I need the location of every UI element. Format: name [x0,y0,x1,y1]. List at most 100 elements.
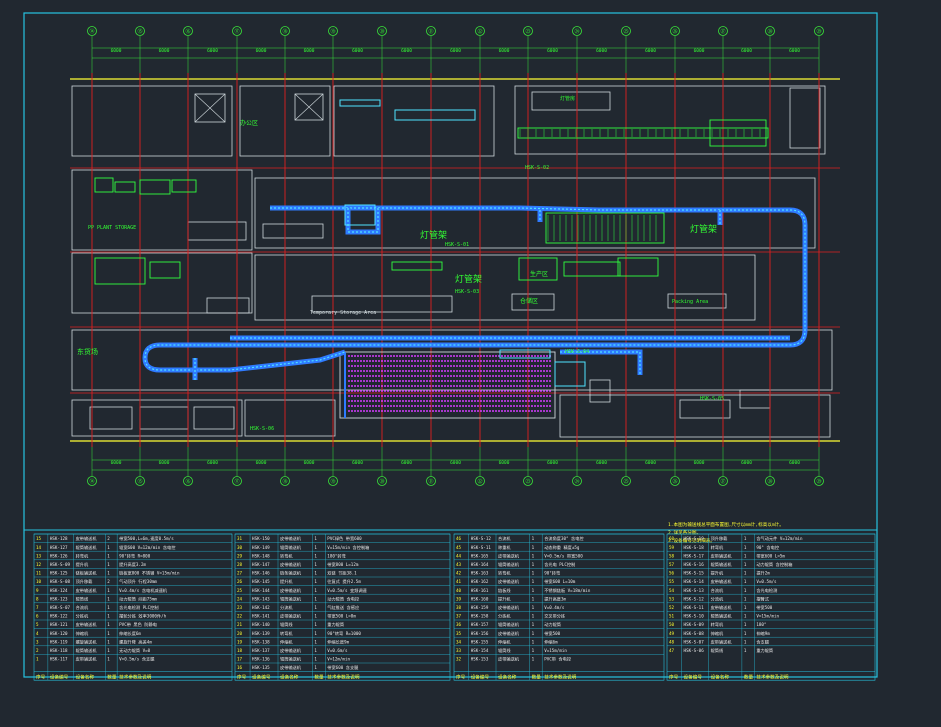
table-cell: 动态称重 精度±5g [544,544,580,551]
table-cell: 含光电 PLC控制 [544,561,575,568]
top-dim-text: 6000 [789,48,800,54]
bottom-dim-text: 6000 [741,460,752,466]
table-cell: 链板线 [498,587,511,594]
top-dim-text: 6000 [450,48,461,54]
table-cell: 53 [669,596,675,601]
top-dim-text: 6000 [741,48,752,54]
table-cell: 1 [532,553,535,558]
bottom-dim-text: 6000 [401,460,412,466]
table-cell: 皮带输送机 [498,604,520,611]
drawing-frame [23,12,878,678]
warehouse-label: 仓储区 [520,297,538,305]
table-cell: 辊筒线 [76,595,89,602]
table-cell: 皮带输送机 [280,664,302,671]
table-cell: 19 [237,639,243,644]
table-cell: HSK-S-16 [684,562,705,567]
table-cell: HSK-160 [471,596,489,601]
note-3: 3.设备编号见明细表。 [668,537,715,544]
top-axis-bubble [377,26,387,36]
table-cell: HSK-159 [471,605,489,610]
table-cell: 1 [532,657,535,662]
table-cell: 46 [456,536,462,541]
table-cell: 摆轮分拣 效率3000件/h [119,613,166,620]
table-cell: 1 [744,571,747,576]
block-k [244,399,336,437]
bottom-axis-label: ㉒ [477,478,482,485]
conveyor-branch-3-rollers [560,351,641,375]
table-cell: 1 [107,622,110,627]
table-cell: 皮带输送机 [76,621,98,628]
table-cell: HSK-S-15 [684,571,705,576]
table-cell: 1 [107,639,110,644]
table-cell: 90°转弯 R=800 [119,552,151,559]
table-cell: 双链 节距38.1 [327,570,357,577]
table-cell: 40 [456,588,462,593]
table-cell: 螺旋输送机 [76,638,98,645]
bottom-dim-text: 6000 [789,460,800,466]
table-cell: 36 [456,622,462,627]
table-cell: 带宽500 [756,604,772,611]
top-dim-text: 6000 [304,48,315,54]
cyan-equipment [339,99,586,387]
table-cell: 带宽500 [544,630,560,637]
conveyor-branch-3 [560,349,643,375]
office-label: 办公区 [240,119,258,127]
bottom-axis-label: ⑯ [185,478,190,485]
storage-racks [344,352,552,418]
bottom-dim-text: 6000 [352,460,363,466]
table-cell: 1 [532,631,535,636]
table-cell: 辊筒输送机 [280,595,302,602]
left-building-label: PP PLANT STORAGE [88,225,136,231]
table-cell: 8 [36,596,39,601]
bottom-axis-bubble [377,476,387,486]
room-9 [89,406,133,430]
table-cell: 1 [107,571,110,576]
room-8 [667,293,727,309]
table-cell: 1 [314,545,317,550]
table-cell: 1 [314,571,317,576]
table-cell: HSK-S-09 [50,562,71,567]
table-cell: 伸缩机 [498,638,511,645]
table-cell: 动力辊筒 含电控 [327,595,360,602]
table-cell: 1 [744,622,747,627]
table-cell: 辊筒输送机 [76,647,98,654]
table-footer-cell: 设备名称 [711,674,730,681]
note-1: 1.本图为输送线总平面布置图,尺寸以mm计,标高以m计。 [668,521,784,528]
table-cell: 1 [314,614,317,619]
top-axis-bubble [765,26,775,36]
table-footer-cell: 序号 [36,674,46,681]
table-footer-cell: 数量 [107,674,117,681]
table-footer-cell: 设备名称 [280,674,299,681]
table-cell: 伸缩机 [280,638,293,645]
table-cell: 顶升移载 [76,578,94,585]
table-cell: HSK-148 [252,553,270,558]
table-cell: 1 [107,631,110,636]
table-cell: 伸缩长度6m [119,630,141,637]
table-cell: 51 [669,614,675,619]
table-cell: 1 [107,588,110,593]
table-cell: HSK-S-07 [50,605,71,610]
bottom-axis-label: ⑲ [330,478,335,485]
top-axis-bubble [426,26,436,36]
table-cell: HSK-136 [252,657,270,662]
table-cell: 皮带输送机 [711,638,733,645]
table-cell: 1 [314,562,317,567]
table-cell: 带宽600 L=5m [756,552,785,559]
bottom-dim-text: 6000 [159,460,170,466]
bottom-axis-bubble [765,476,775,486]
table-cell: 22 [237,614,243,619]
equip-7 [545,212,665,244]
table-cell: 2 [107,536,110,541]
equip-6 [149,261,181,279]
table-cell: HSK-140 [252,622,270,627]
table-cell: 42 [456,571,462,576]
top-axis-label: ㉓ [525,28,530,35]
table-cell: HSK-S-07 [684,639,705,644]
table-footer-cell: 数量 [314,674,324,681]
table-cell: 皮带输送机 [76,656,98,663]
bottom-axis-bubble [475,476,485,486]
table-cell: HSK-149 [252,545,270,550]
table-cell: HSK-161 [471,588,489,593]
bottom-axis-bubble [183,476,193,486]
table-cell: 1 [314,605,317,610]
